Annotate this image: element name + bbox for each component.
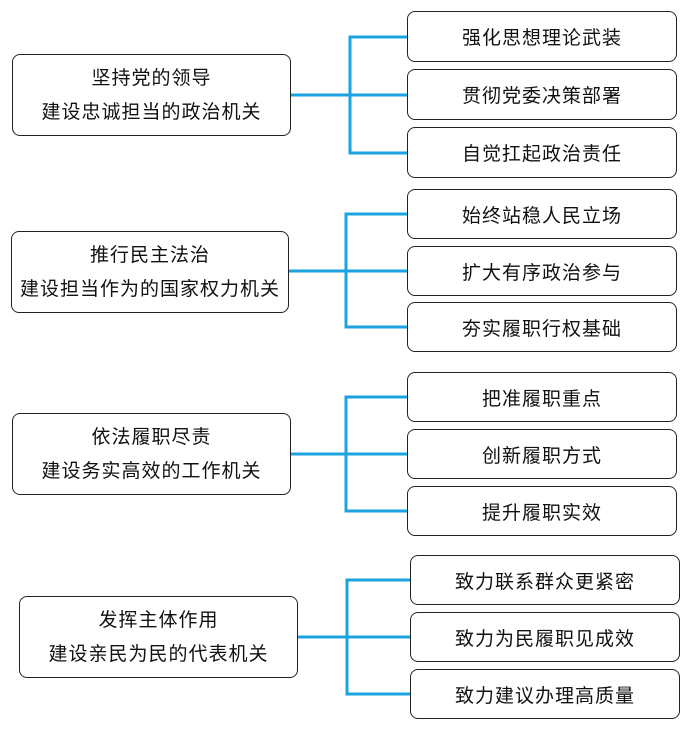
group-2-title: 推行民主法治	[89, 244, 210, 266]
group-2-item-1: 始终站稳人民立场	[407, 189, 677, 239]
group-1-subtitle: 建设忠诚担当的政治机关	[41, 101, 262, 123]
group-4-subtitle: 建设亲民为民的代表机关	[48, 643, 269, 665]
group-3-item-1: 把准履职重点	[407, 372, 677, 422]
group-2-main-box: 推行民主法治 建设担当作为的国家权力机关	[11, 231, 289, 313]
group-1-item-2: 贯彻党委决策部署	[407, 69, 677, 120]
group-3-item-2: 创新履职方式	[407, 429, 677, 479]
group-1-main-box: 坚持党的领导 建设忠诚担当的政治机关	[12, 54, 291, 136]
group-2-subtitle: 建设担当作为的国家权力机关	[19, 278, 280, 300]
group-1-item-1: 强化思想理论武装	[407, 11, 677, 62]
group-4-item-2: 致力为民履职见成效	[410, 612, 680, 662]
group-2-item-3: 夯实履职行权基础	[407, 302, 677, 352]
group-3-item-3: 提升履职实效	[407, 486, 677, 536]
group-4-item-1: 致力联系群众更紧密	[410, 555, 680, 605]
group-3-title: 依法履职尽责	[91, 426, 212, 448]
group-1-title: 坚持党的领导	[91, 67, 212, 89]
group-3-subtitle: 建设务实高效的工作机关	[41, 460, 262, 482]
group-4-title: 发挥主体作用	[98, 609, 219, 631]
group-1-item-3: 自觉扛起政治责任	[407, 127, 677, 178]
group-4-item-3: 致力建议办理高质量	[410, 669, 680, 719]
group-4-main-box: 发挥主体作用 建设亲民为民的代表机关	[19, 596, 298, 678]
group-3-main-box: 依法履职尽责 建设务实高效的工作机关	[12, 413, 291, 495]
group-2-item-2: 扩大有序政治参与	[407, 246, 677, 296]
